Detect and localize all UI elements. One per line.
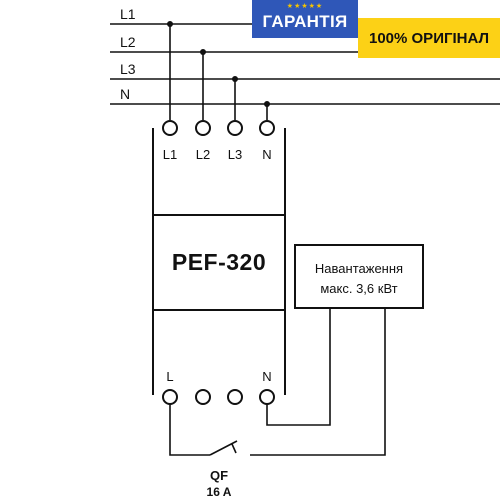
supply-label-l2: L2 [120,34,136,50]
bottom-terminal-3 [227,389,243,405]
load-max-power: макс. 3,6 кВт [320,281,397,296]
top-terminal-l3 [227,120,243,136]
wire-n-to-load [266,308,331,426]
load-box: Навантаження макс. 3,6 кВт [294,244,424,309]
stars-icon: ★★★★★ [286,2,324,10]
breaker-contact-mark [231,443,237,454]
supply-drops [167,21,270,120]
top-terminal-l2 [195,120,211,136]
breaker-switch-blade [209,440,238,456]
wire-breaker-to-load [250,308,386,456]
bottom-terminals: L N [162,369,275,405]
output-wiring [169,308,386,456]
junction-dot-l2 [200,49,206,55]
supply-label-l1: L1 [120,6,136,22]
supply-label-l3: L3 [120,61,136,77]
top-terminal-n [259,120,275,136]
original-badge: 100% ОРИГІНАЛ [358,18,500,58]
supply-label-n: N [120,86,130,102]
bottom-terminal-label-l: L [166,369,173,384]
junction-dot-l1 [167,21,173,27]
junction-dot-n [264,101,270,107]
device-body: PEF-320 [152,128,286,395]
bottom-terminal-2 [195,389,211,405]
top-terminal-l1 [162,120,178,136]
device-model: PEF-320 [172,249,266,275]
junction-dot-l3 [232,76,238,82]
original-badge-text: 100% ОРИГІНАЛ [368,29,490,47]
guarantee-badge: ★★★★★ ГАРАНТІЯ [252,0,358,38]
breaker-qf: QF 16 A [207,440,238,499]
bottom-terminal-n [259,389,275,405]
top-terminal-label-l3: L3 [228,147,242,162]
guarantee-badge-text: ГАРАНТІЯ [262,12,348,31]
load-label: Навантаження [315,261,403,276]
breaker-rating: 16 A [207,485,232,499]
top-terminal-label-l1: L1 [163,147,177,162]
top-terminal-label-n: N [262,147,271,162]
bottom-terminal-l [162,389,178,405]
top-terminal-label-l2: L2 [196,147,210,162]
breaker-name: QF [210,468,228,483]
top-terminals: L1 L2 L3 N [162,120,275,162]
bottom-terminal-label-n: N [262,369,271,384]
load-box-frame [294,244,424,309]
wire-l-to-breaker [169,404,210,456]
